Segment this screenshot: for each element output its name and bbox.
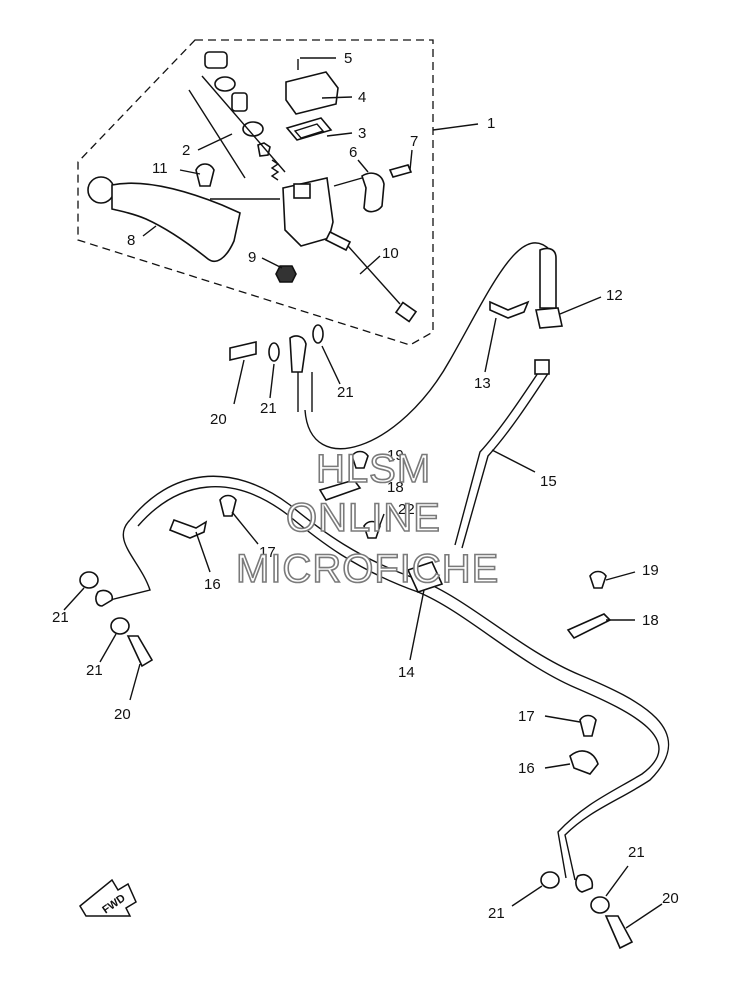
union-bolt-right <box>604 915 634 950</box>
banjo-right <box>575 873 594 893</box>
callout-19a: 19 <box>387 447 404 464</box>
upper-hose-group <box>229 242 563 450</box>
callout-2: 2 <box>182 142 190 159</box>
piston-cup <box>242 121 264 137</box>
union-bolt-left <box>126 635 154 668</box>
washer-right-1 <box>540 871 560 889</box>
callout-8: 8 <box>127 232 135 249</box>
callout-22: 22 <box>398 501 415 518</box>
brake-pipe-inner <box>461 371 550 549</box>
watermark-line3: MICROFICHE <box>236 547 499 591</box>
washer-right-2 <box>590 896 610 914</box>
callout-21a: 21 <box>260 400 277 417</box>
joint-nut <box>535 307 563 329</box>
callout-21b: 21 <box>337 384 354 401</box>
callout-6: 6 <box>349 144 357 161</box>
master-cylinder-group <box>87 51 418 323</box>
pivot-nut <box>275 265 297 283</box>
watermark-line1: HLSM <box>316 447 431 491</box>
watermark-line2: ONLINE <box>286 496 441 540</box>
lever-knob <box>87 176 115 204</box>
fwd-arrow-icon: FWD <box>79 878 137 917</box>
hose-fitting <box>297 372 313 412</box>
pivot-bolt <box>195 163 215 187</box>
callout-16a: 16 <box>204 576 221 593</box>
callout-4: 4 <box>358 89 366 106</box>
hose-holder-upper <box>318 479 362 501</box>
reservoir-opening <box>293 183 311 199</box>
callout-21f: 21 <box>628 844 645 861</box>
callout-20c: 20 <box>662 890 679 907</box>
washer-left-2 <box>110 617 130 635</box>
callout-9: 9 <box>248 249 256 266</box>
clamp-link <box>333 177 363 187</box>
callout-labels: 1 2 3 4 5 6 7 8 9 10 11 12 13 15 14 16 1… <box>52 50 679 922</box>
washer-a <box>268 342 280 362</box>
callout-17a: 17 <box>259 544 276 561</box>
callout-1: 1 <box>487 115 495 132</box>
callout-18a: 18 <box>387 479 404 496</box>
hose-guide <box>489 300 530 319</box>
joint-bolt <box>363 520 381 539</box>
callout-16b: 16 <box>518 760 535 777</box>
callout-7: 7 <box>410 133 418 150</box>
spring-seat <box>257 142 271 157</box>
holder-clamp <box>361 172 385 213</box>
piston-seal <box>214 76 236 92</box>
watermark: HLSM ONLINE MICROFICHE <box>235 446 499 592</box>
holder-bolt-upper <box>351 450 369 469</box>
diaphragm-inner <box>293 123 325 139</box>
callout-13: 13 <box>474 375 491 392</box>
washer-b <box>312 324 324 344</box>
callout-21c: 21 <box>52 609 69 626</box>
kit-bracket-lines <box>188 75 286 179</box>
callout-20b: 20 <box>114 706 131 723</box>
piston-cap <box>204 51 228 69</box>
callout-15: 15 <box>540 473 557 490</box>
union-bolt-upper <box>229 340 257 362</box>
callout-5: 5 <box>344 50 352 67</box>
banjo-upper <box>289 335 307 373</box>
callout-3: 3 <box>358 125 366 142</box>
callout-18b: 18 <box>642 612 659 629</box>
callout-19b: 19 <box>642 562 659 579</box>
hose-clamp-right <box>569 750 599 775</box>
brake-switch <box>324 230 352 252</box>
assembly-boundary <box>77 39 434 346</box>
three-way-joint <box>406 561 444 593</box>
callout-21e: 21 <box>488 905 505 922</box>
callout-12: 12 <box>606 287 623 304</box>
washer-left-1 <box>79 571 99 589</box>
callout-21d: 21 <box>86 662 103 679</box>
switch-connector <box>394 301 418 323</box>
leader-lines <box>63 96 663 929</box>
left-hose-branch <box>109 519 151 601</box>
callout-14: 14 <box>398 664 415 681</box>
lower-hose-outer <box>137 486 660 879</box>
callout-10: 10 <box>382 245 399 262</box>
holder-bolt-right <box>589 570 607 589</box>
pipe-flare <box>534 359 550 375</box>
piston <box>231 92 248 112</box>
lower-hose-line <box>129 475 670 881</box>
reservoir-cap <box>285 71 339 115</box>
lower-hose-group <box>79 450 670 950</box>
brake-lever <box>111 182 241 263</box>
joint-fitting <box>539 247 557 309</box>
clamp-bolt-right <box>579 714 597 737</box>
banjo-left <box>95 589 114 607</box>
hose-holder-right <box>566 613 612 640</box>
callout-11: 11 <box>152 160 168 177</box>
clamp-bolt <box>388 164 413 178</box>
upper-hose-line <box>304 242 551 450</box>
hose-clamp-left <box>168 518 208 539</box>
brake-pipe <box>454 369 543 546</box>
diaphragm <box>285 117 333 141</box>
switch-wire <box>347 245 401 305</box>
callout-17b: 17 <box>518 708 535 725</box>
callout-20a: 20 <box>210 411 227 428</box>
